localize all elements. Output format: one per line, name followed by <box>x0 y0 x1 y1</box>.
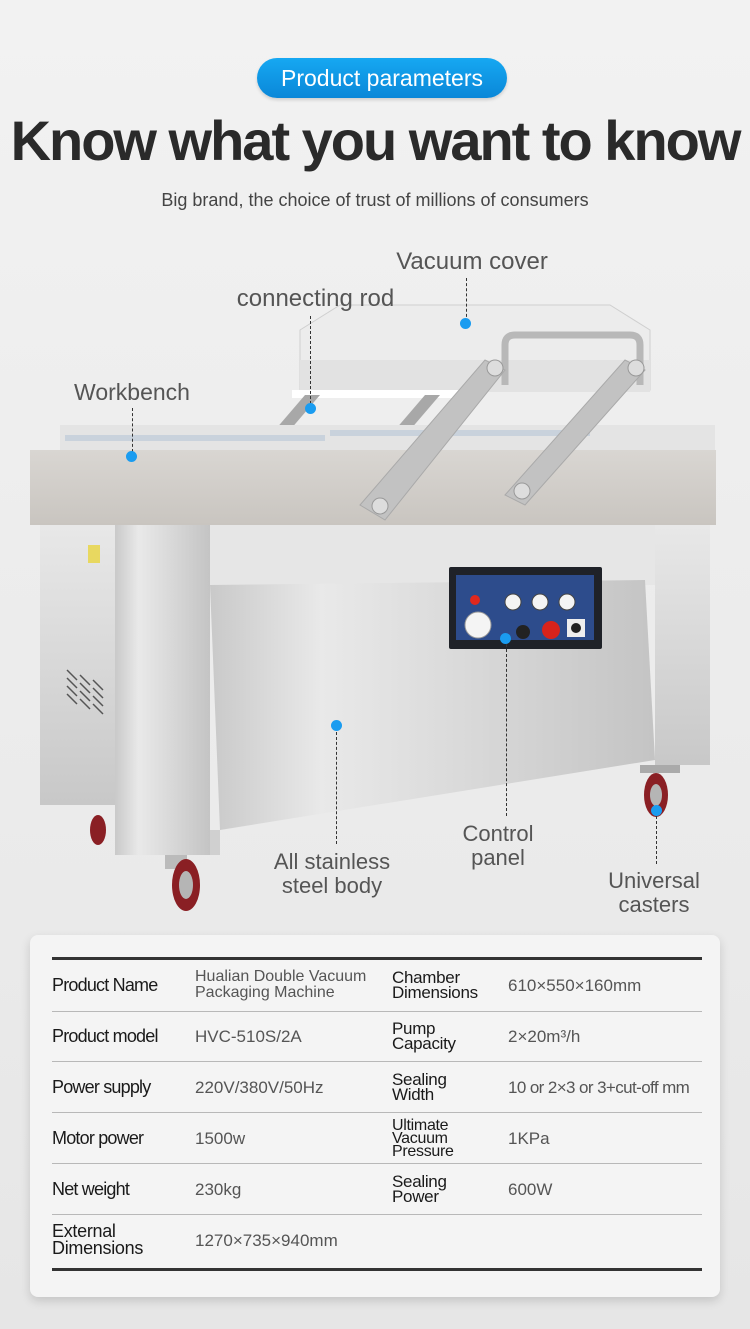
callout-workbench: Workbench <box>74 379 190 405</box>
vacuum-machine-image <box>30 304 716 911</box>
callout-line-workbench <box>132 408 133 452</box>
callout-line-steel-body <box>336 732 337 844</box>
table-bottom-rule <box>52 1268 702 1271</box>
hotspot-steel-body[interactable] <box>331 720 342 731</box>
callout-line-control-panel <box>506 644 507 816</box>
page-subtitle: Big brand, the choice of trust of millio… <box>161 190 589 210</box>
callout-line-connecting-rod <box>310 316 311 404</box>
spec-value: 10 or 2×3 or 3+cut-off mm <box>508 1077 690 1097</box>
callout-vacuum-cover: Vacuum cover <box>396 248 548 275</box>
hotspot-workbench[interactable] <box>126 451 137 462</box>
callout-steel-body-line1: All stainless <box>273 849 391 874</box>
spec-value: 1KPa <box>508 1128 550 1148</box>
spec-label: Motor power <box>52 1127 144 1148</box>
spec-value: 230kg <box>195 1179 242 1199</box>
spec-label: Product Name <box>52 974 158 995</box>
callout-connecting-rod: connecting rod <box>236 285 395 312</box>
spec-value: 610×550×160mm <box>508 975 642 995</box>
spec-value: 2×20m³/h <box>508 1026 581 1046</box>
machine-illustration <box>0 230 750 930</box>
page-title: Know what you want to know <box>10 109 742 172</box>
spec-value: 1270×735×940mm <box>195 1230 338 1250</box>
table-top-rule <box>52 957 702 960</box>
spec-label: Product model <box>52 1025 158 1046</box>
callout-casters-line1: Universal <box>608 868 700 893</box>
section-badge: Product parameters <box>257 58 507 98</box>
hotspot-control-panel[interactable] <box>500 633 511 644</box>
callout-control-panel-line1: Control <box>462 821 534 846</box>
callout-control-panel: Control panel <box>448 822 548 870</box>
spec-value: HVC-510S/2A <box>195 1026 302 1046</box>
callout-line-casters <box>656 816 657 864</box>
callout-steel-body-line2: steel body <box>281 873 383 898</box>
spec-label: Net weight <box>52 1178 130 1199</box>
callout-line-vacuum-cover <box>466 278 467 322</box>
callout-steel-body: All stainless steel body <box>262 850 402 898</box>
spec-label: Power supply <box>52 1076 151 1097</box>
spec-value: 220V/380V/50Hz <box>195 1077 324 1097</box>
callout-casters-line2: casters <box>618 892 690 917</box>
spec-value: 1500w <box>195 1128 246 1148</box>
hotspot-casters[interactable] <box>651 805 662 816</box>
callout-casters: Universal casters <box>598 869 710 917</box>
hotspot-connecting-rod[interactable] <box>305 403 316 414</box>
spec-value: 600W <box>508 1179 553 1199</box>
hotspot-vacuum-cover[interactable] <box>460 318 471 329</box>
callout-control-panel-line2: panel <box>471 845 525 870</box>
